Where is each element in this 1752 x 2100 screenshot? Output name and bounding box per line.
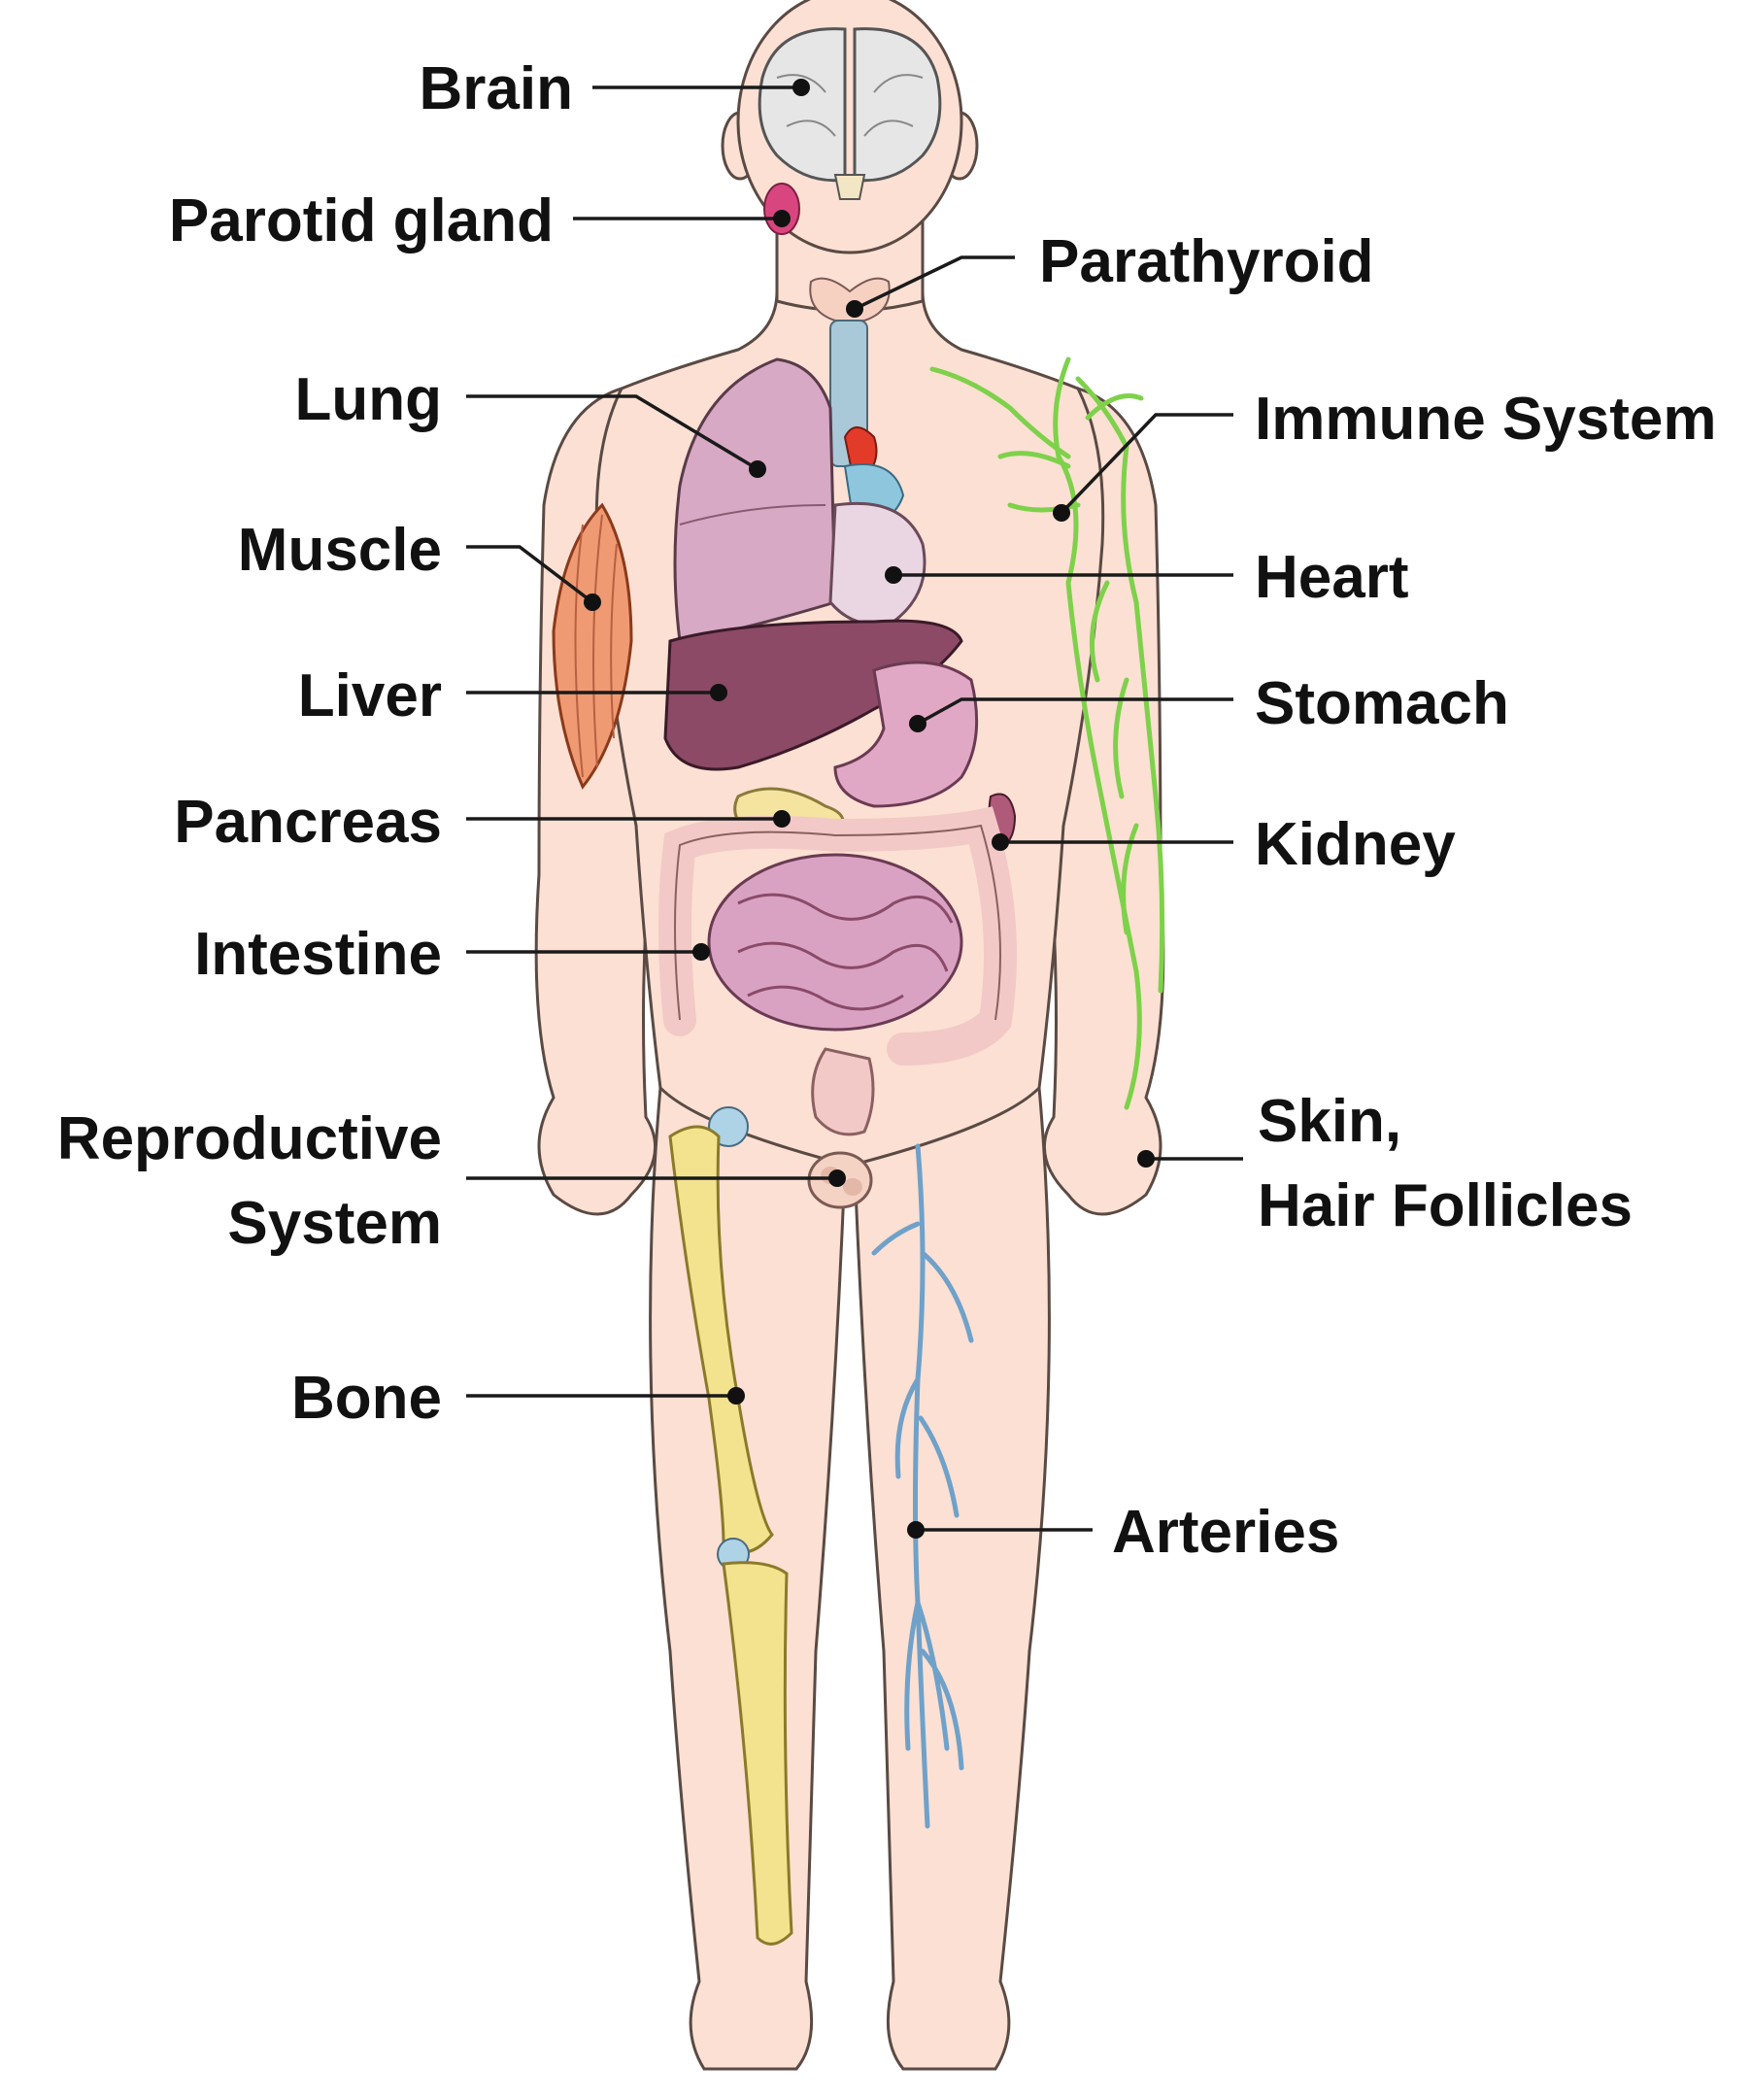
immune-system-organ xyxy=(929,356,1165,1110)
bone-organ xyxy=(668,1106,793,1946)
label-pancreas: Pancreas xyxy=(174,789,442,856)
label-lung: Lung xyxy=(295,366,443,433)
label-intestine: Intestine xyxy=(194,921,442,988)
rectum xyxy=(811,1047,875,1136)
label-arteries: Arteries xyxy=(1112,1499,1339,1566)
label-reproductive-line1: Reproductive xyxy=(57,1105,442,1172)
labels: Brain Parotid gland Parathyroid Lung Imm… xyxy=(57,55,1717,1566)
label-skin-line1: Skin, xyxy=(1258,1088,1401,1155)
lung-organ xyxy=(673,357,837,643)
heart-organ xyxy=(828,426,927,626)
label-muscle: Muscle xyxy=(238,517,442,584)
arteries-organ xyxy=(871,1143,974,1829)
label-heart: Heart xyxy=(1255,544,1409,611)
label-parathyroid: Parathyroid xyxy=(1039,228,1374,295)
right-leg xyxy=(853,1085,1051,2071)
label-brain: Brain xyxy=(420,55,573,122)
label-reproductive-line2: System xyxy=(227,1190,442,1257)
label-liver: Liver xyxy=(298,662,442,729)
brain-stem xyxy=(833,174,866,200)
brain-organ xyxy=(758,27,942,200)
parotid-gland-organ xyxy=(763,183,800,235)
label-parotid-gland: Parotid gland xyxy=(169,187,554,254)
label-immune-system: Immune System xyxy=(1255,386,1717,453)
label-stomach: Stomach xyxy=(1255,670,1509,737)
label-bone: Bone xyxy=(291,1365,442,1432)
label-kidney: Kidney xyxy=(1255,811,1456,878)
leader-lines xyxy=(466,79,1243,1539)
parathyroid-organ xyxy=(809,277,891,322)
stomach-organ xyxy=(833,660,979,808)
intestine-organ xyxy=(707,853,963,1032)
muscle-organ xyxy=(552,502,633,790)
label-skin-line2: Hair Follicles xyxy=(1258,1172,1633,1239)
